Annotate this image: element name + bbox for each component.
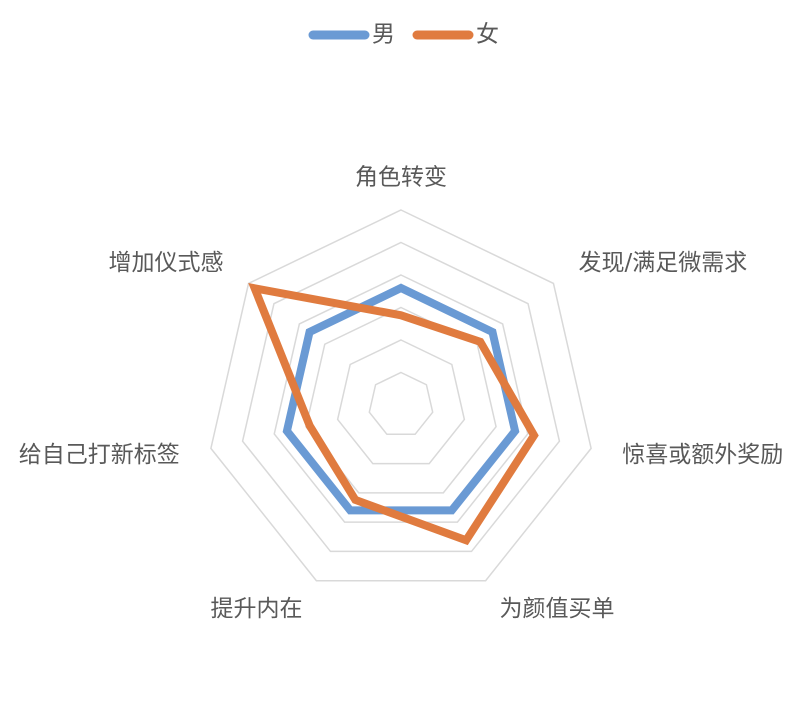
series-line-1: [248, 283, 539, 546]
grid-ring-2: [336, 339, 466, 465]
grid-ring-3: [305, 306, 497, 494]
axis-label-1: 发现/满足微需求: [578, 250, 747, 276]
legend-label-0: 男: [372, 22, 395, 48]
series-line-0: [282, 283, 520, 515]
axis-label-0: 角色转变: [355, 165, 447, 191]
axis-label-2: 惊喜或额外奖励: [622, 442, 783, 468]
grid-ring-6: [210, 209, 592, 582]
grid-ring-4: [273, 274, 529, 523]
series-layer: [248, 283, 539, 546]
axis-label-3: 为颜值买单: [499, 596, 614, 622]
axis-label-5: 给自己打新标签: [19, 442, 180, 468]
axis-label-6: 增加仪式感: [109, 250, 224, 276]
legend: 男女: [308, 22, 499, 48]
grid-ring-1: [368, 371, 434, 436]
axis-label-4: 提升内在: [211, 596, 303, 622]
legend-label-1: 女: [476, 22, 499, 48]
radar-grid: [210, 209, 592, 582]
